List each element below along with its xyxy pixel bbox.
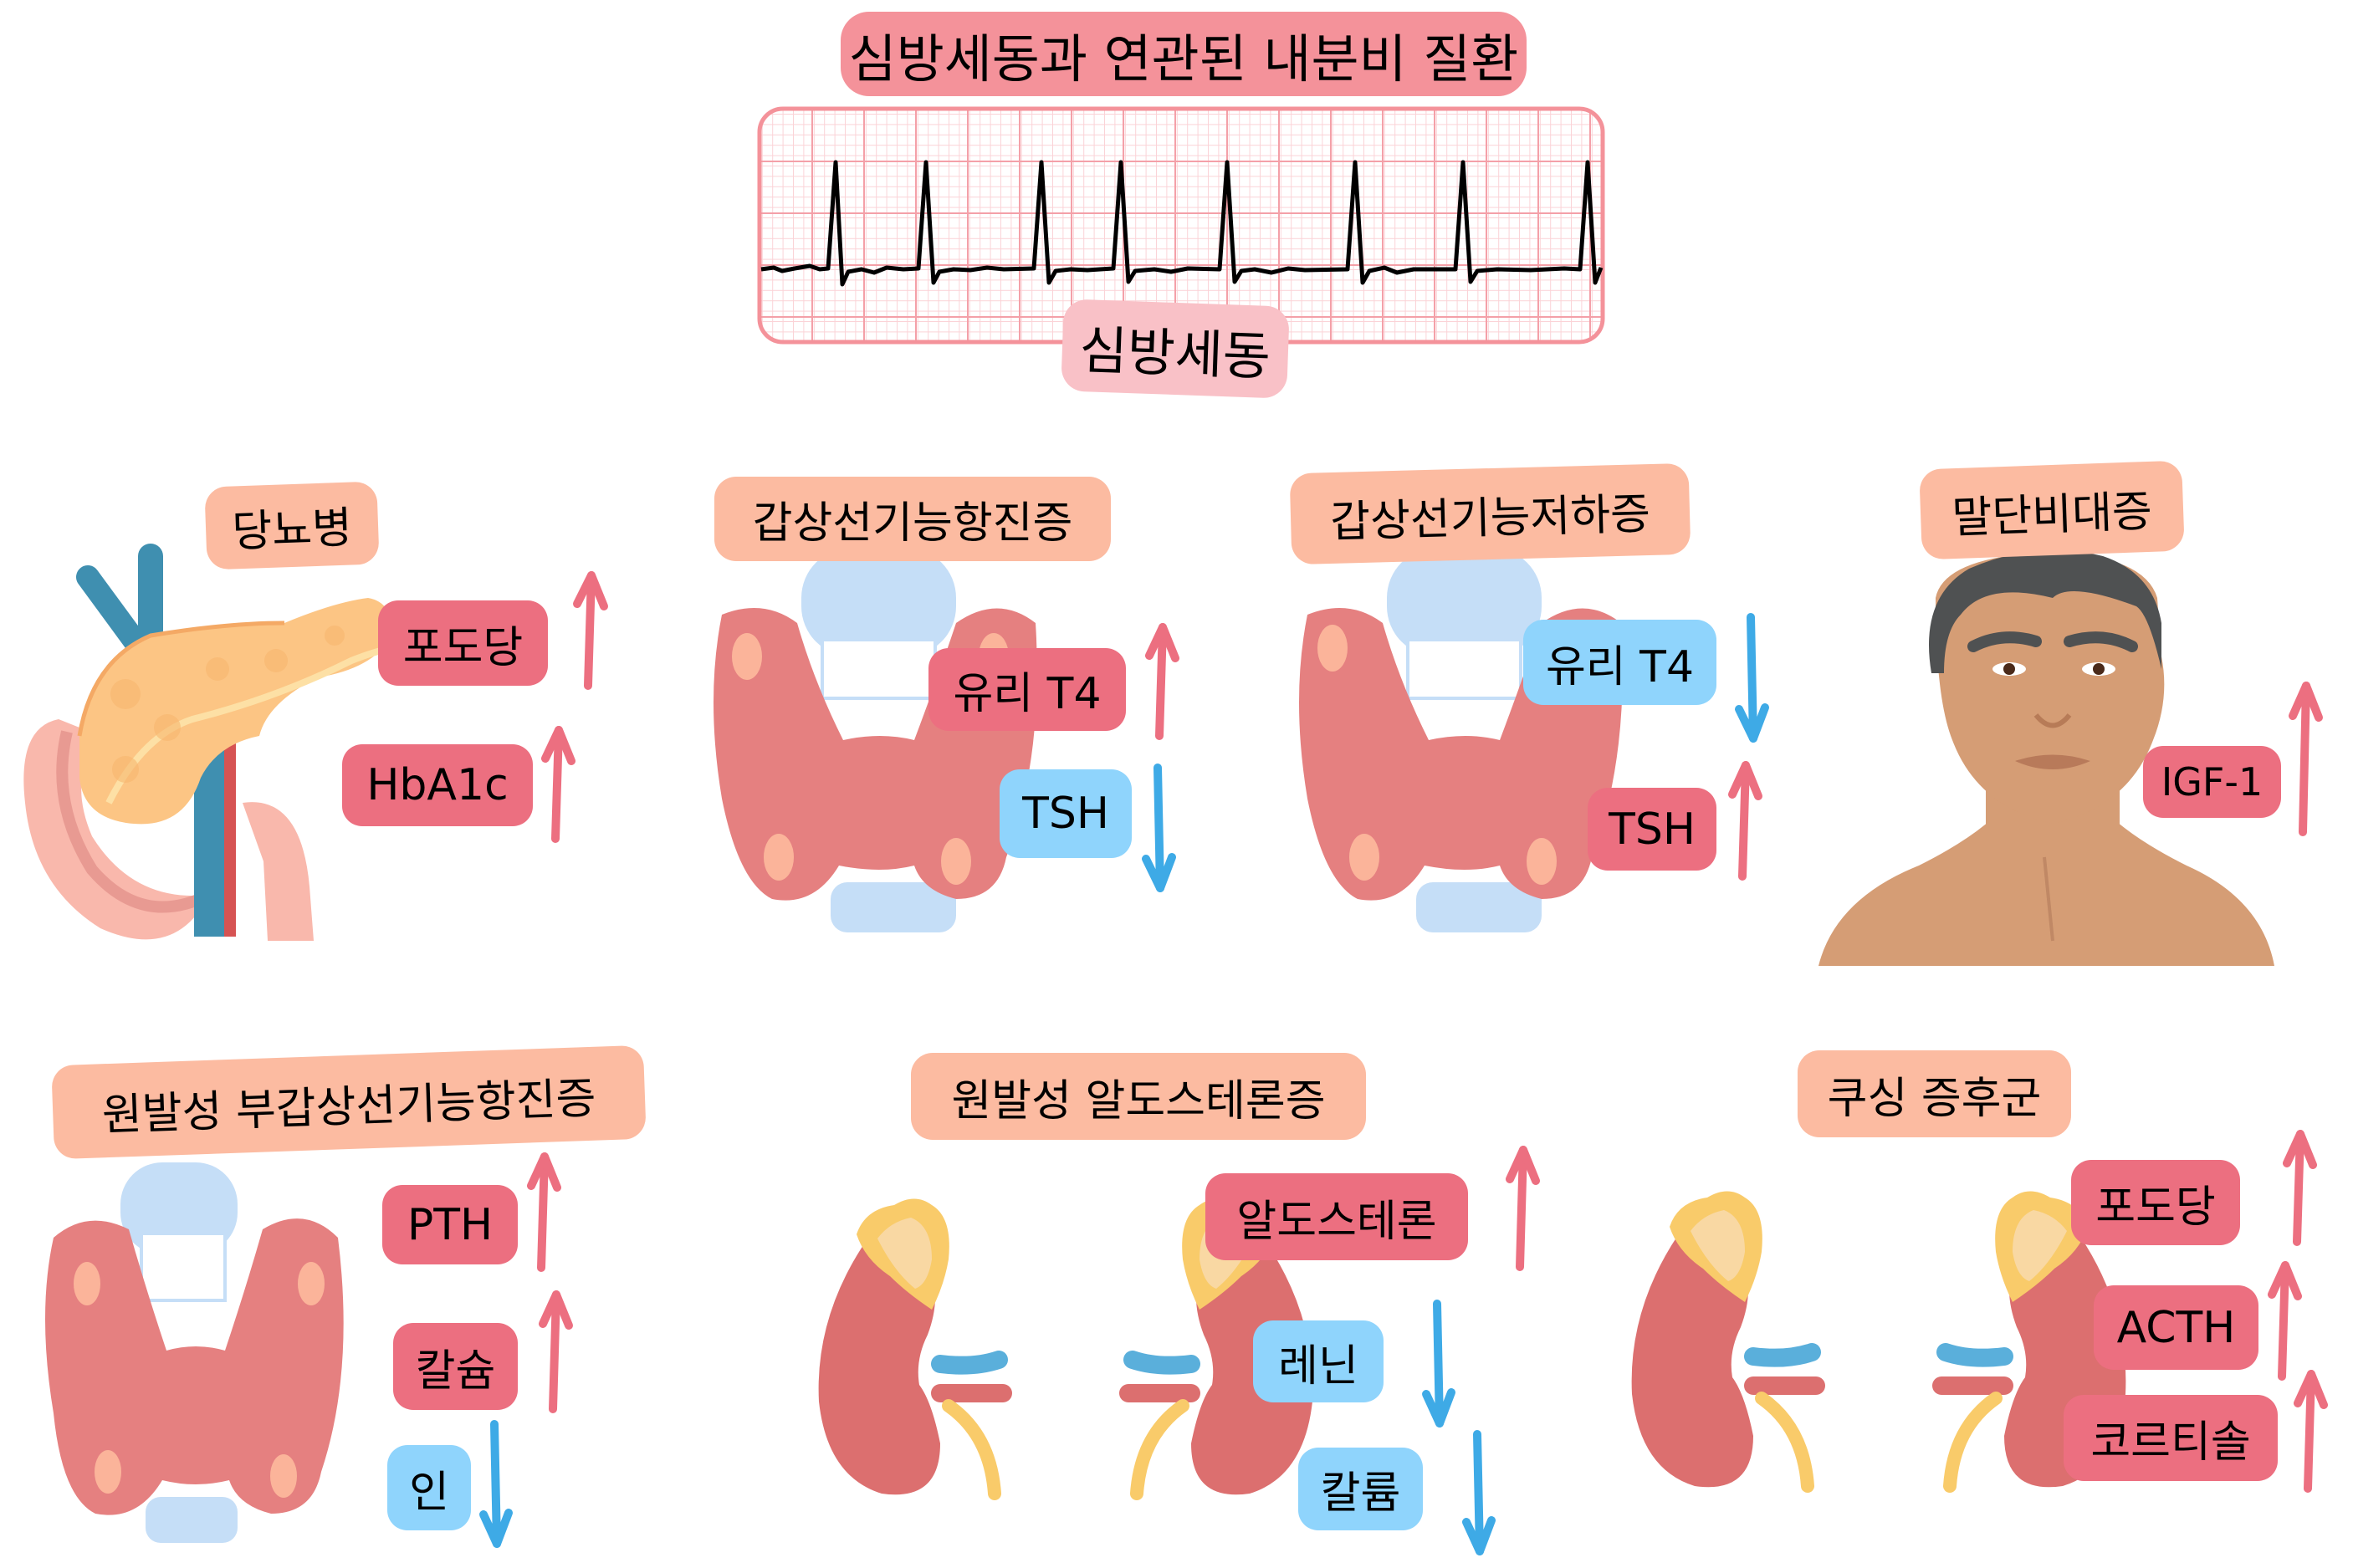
condition-name: 원발성 알도스테론증: [951, 1075, 1326, 1126]
marker-badge-hba1c: HbA1c: [342, 744, 533, 826]
arrow-down-icon: [1422, 1300, 1455, 1428]
marker-label: 알도스테론: [1236, 1196, 1437, 1247]
arrow-up-icon: [573, 571, 608, 690]
title-text: 심방세동과 연관된 내분비 질환: [848, 28, 1519, 89]
arrow-up-icon: [2294, 1370, 2328, 1493]
condition-label-cushing-syndrome: 쿠싱 증후군: [1798, 1050, 2071, 1137]
arrow-up-icon: [1728, 761, 1762, 881]
arrow-down-icon: [1462, 1430, 1496, 1555]
arrow-up-icon: [1145, 623, 1179, 740]
marker-badge-glucose: 포도당: [2071, 1160, 2240, 1245]
marker-label: IGF-1: [2161, 759, 2263, 804]
arrow-up-icon: [541, 726, 575, 843]
marker-badge-cortisol: 코르티솔: [2064, 1395, 2278, 1481]
ecg-trace: [760, 160, 1604, 287]
marker-label: 유리 T4: [953, 669, 1102, 719]
arrow-down-icon: [1142, 764, 1176, 892]
marker-label: HbA1c: [366, 760, 509, 810]
marker-label: PTH: [407, 1199, 494, 1250]
marker-badge-phosphate: 인: [387, 1445, 471, 1530]
arrow-down-icon: [1735, 613, 1769, 743]
marker-label: 칼슘: [415, 1346, 496, 1397]
marker-label: 포도당: [402, 622, 524, 673]
marker-badge-free-t4: 유리 T4: [1523, 620, 1716, 705]
condition-name: 갑상선기능항진증: [752, 498, 1073, 549]
marker-badge-tsh: TSH: [1000, 769, 1132, 858]
marker-label: 칼륨: [1320, 1468, 1401, 1519]
marker-label: 코르티솔: [2090, 1417, 2251, 1468]
marker-badge-renin: 레닌: [1253, 1320, 1384, 1402]
marker-label: 인: [409, 1467, 449, 1518]
condition-label-primary-aldosteronism: 원발성 알도스테론증: [911, 1053, 1366, 1140]
marker-badge-igf1: IGF-1: [2143, 746, 2281, 818]
condition-label-hyperthyroidism: 갑상선기능항진증: [714, 477, 1111, 561]
marker-badge-glucose: 포도당: [378, 600, 548, 686]
marker-badge-tsh: TSH: [1588, 788, 1716, 871]
marker-badge-free-t4: 유리 T4: [928, 648, 1126, 731]
arrow-up-icon: [2283, 1130, 2317, 1246]
arrow-up-icon: [2289, 682, 2323, 836]
marker-label: TSH: [1609, 804, 1696, 855]
arrow-up-icon: [2268, 1261, 2302, 1381]
arrow-up-icon: [539, 1290, 573, 1413]
arrow-up-icon: [1506, 1146, 1540, 1271]
marker-label: 유리 T4: [1545, 641, 1695, 692]
parathyroid-illustration: [45, 1162, 344, 1543]
marker-badge-aldosterone: 알도스테론: [1205, 1173, 1468, 1260]
marker-badge-acth: ACTH: [2094, 1285, 2258, 1370]
marker-label: TSH: [1022, 789, 1109, 839]
marker-badge-calcium: 칼슘: [393, 1323, 518, 1410]
marker-label: ACTH: [2116, 1302, 2236, 1353]
marker-badge-potassium: 칼륨: [1298, 1448, 1423, 1530]
acromegaly-face-illustration: [1818, 549, 2274, 966]
marker-badge-pth: PTH: [382, 1185, 518, 1264]
condition-name: 쿠싱 증후군: [1827, 1073, 2042, 1124]
page-title: 심방세동과 연관된 내분비 질환: [841, 12, 1527, 96]
marker-label: 포도당: [2095, 1182, 2216, 1233]
arrow-down-icon: [479, 1420, 513, 1548]
marker-label: 레닌: [1278, 1341, 1358, 1392]
arrow-up-icon: [527, 1152, 561, 1272]
